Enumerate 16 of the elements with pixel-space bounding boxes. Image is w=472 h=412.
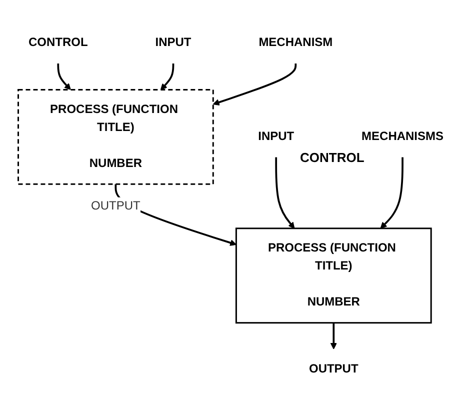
node-text: MECHANISMS	[362, 130, 444, 143]
arrow	[57, 63, 71, 90]
node-box: PROCESS (FUNCTION TITLE) NUMBER	[235, 227, 432, 324]
arrow	[275, 156, 295, 228]
arrow	[330, 322, 337, 350]
node-box: PROCESS (FUNCTION TITLE) NUMBER	[18, 88, 214, 185]
edge-label: OUTPUT	[91, 199, 140, 212]
node-text: OUTPUT	[308, 362, 358, 376]
node-text: INPUT	[155, 36, 192, 49]
flow-label: CONTROL	[300, 150, 364, 165]
arrow	[160, 63, 174, 90]
node-text: CONTROL	[28, 36, 88, 49]
node-text: MECHANISM	[258, 36, 333, 49]
node-text: INPUT	[258, 130, 294, 143]
arrow	[212, 63, 297, 106]
arrow	[380, 156, 404, 228]
